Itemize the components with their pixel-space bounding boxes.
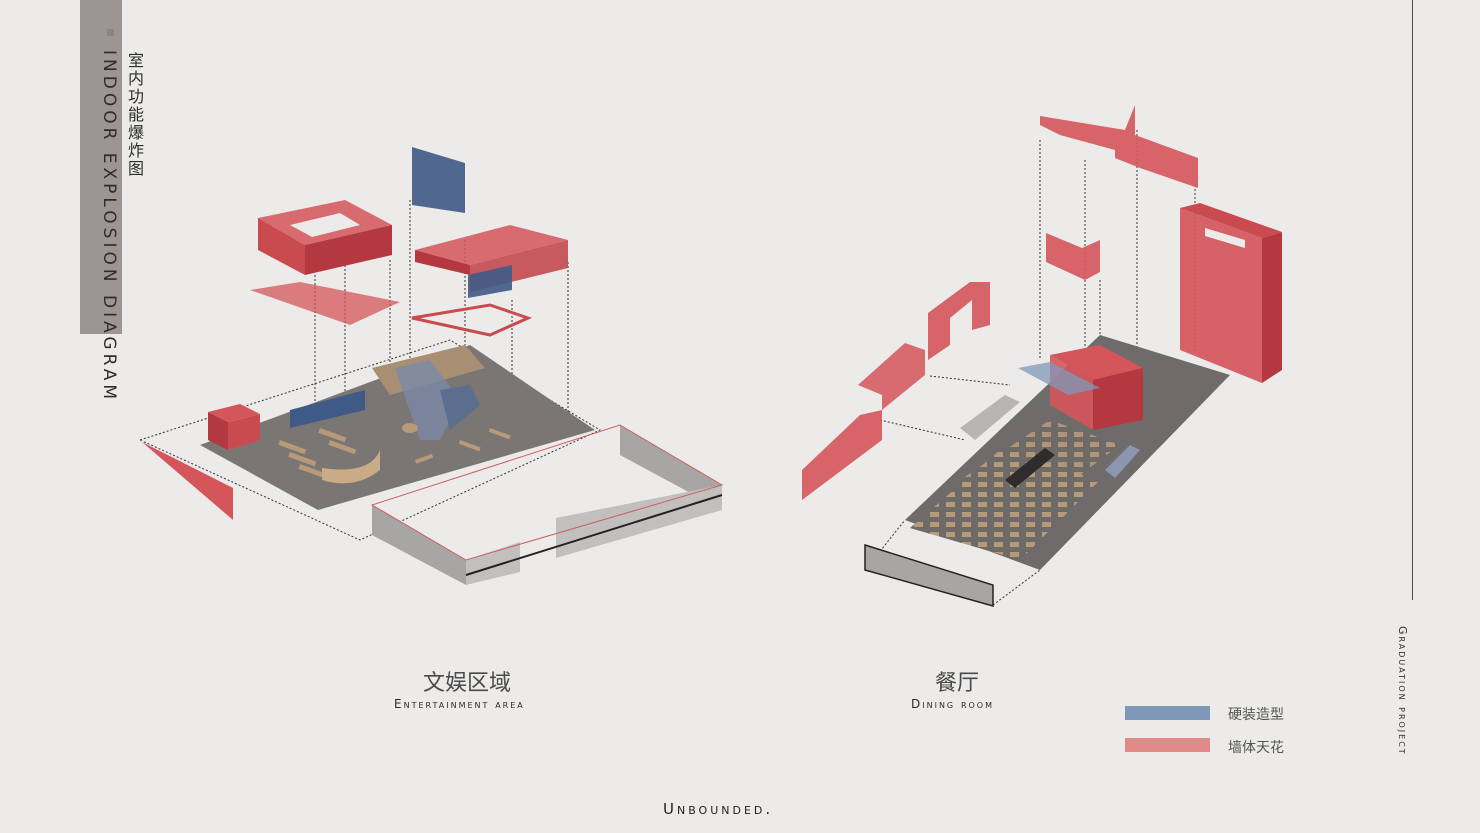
title-en: INDOOR EXPLOSION DIAGRAM [99, 50, 119, 404]
dining-front-wall [864, 543, 994, 607]
dining-blue-panel [1018, 362, 1100, 395]
brand-wordmark: Unbounded. [663, 800, 774, 818]
blue-wall-long [290, 390, 365, 428]
blue-panel-small [468, 265, 512, 298]
title-bar [80, 0, 122, 334]
legend-swatch-hardscape [1125, 706, 1210, 720]
dining-red-small [1046, 233, 1100, 280]
right-divider [1412, 0, 1413, 600]
red-frame-outline [411, 303, 533, 337]
dining-red-wall-left [802, 282, 990, 500]
dining-grey-bench [1105, 445, 1140, 478]
dining-red-wall-tall [1180, 203, 1282, 383]
dining-counter [1005, 448, 1055, 488]
footprint-outline [138, 339, 602, 541]
red-ceiling-strip [250, 282, 400, 325]
dining-explosion [802, 105, 1282, 607]
dining-ceiling-top [1040, 105, 1198, 188]
legend-swatch-wall-ceiling [1125, 738, 1210, 752]
furniture [278, 423, 511, 484]
title-cn: 室内功能爆炸图 [125, 52, 144, 178]
red-tri-panel [142, 442, 233, 520]
title-bullet [107, 29, 114, 36]
red-ceiling-box [258, 200, 392, 275]
graduation-label: Graduation project [1396, 626, 1409, 756]
entertainment-label-cn: 文娱区域 [423, 671, 512, 696]
dining-grey-block [960, 395, 1020, 440]
stair-block [372, 345, 485, 440]
blue-panel-tall [412, 147, 465, 213]
legend-label-hardscape: 硬装造型 [1228, 707, 1284, 723]
base-walls [370, 424, 724, 585]
entertainment-explosion [138, 147, 724, 585]
dining-label-en: Dining room [911, 697, 994, 711]
entertainment-label-en: Entertainment area [394, 697, 525, 711]
legend-label-wall-ceiling: 墙体天花 [1228, 740, 1284, 756]
dining-label-cn: 餐厅 [935, 671, 980, 696]
red-small-box [208, 404, 260, 450]
